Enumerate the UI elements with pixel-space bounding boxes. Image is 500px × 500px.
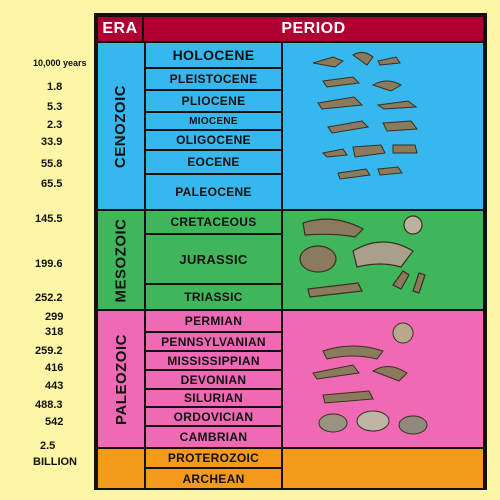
period-mississippian: MISSISSIPPIAN bbox=[146, 352, 281, 371]
period-list: PERMIAN PENNSYLVANIAN MISSISSIPPIAN DEVO… bbox=[144, 311, 283, 447]
divider bbox=[98, 309, 483, 311]
period-cambrian: CAMBRIAN bbox=[179, 430, 248, 444]
period-triassic: TRIASSIC bbox=[184, 290, 243, 304]
era-label: CENOZOIC bbox=[98, 43, 144, 209]
period-list: HOLOCENE PLEISTOCENE PLIOCENE MIOCENE OL… bbox=[144, 43, 283, 209]
period-paleocene: PALEOCENE bbox=[175, 185, 252, 199]
period-holocene: HOLOCENE bbox=[146, 43, 281, 69]
period-ordovician: ORDOVICIAN bbox=[146, 408, 281, 427]
invertebrate-fossils-icon bbox=[283, 311, 483, 447]
age-label: 1.8 bbox=[47, 81, 63, 93]
era-precambrian: PROTEROZOIC ARCHEAN bbox=[98, 449, 483, 488]
era-name: MESOZOIC bbox=[112, 217, 130, 303]
age-label: BILLION bbox=[33, 456, 77, 468]
age-label: 145.5 bbox=[35, 213, 63, 225]
period-eocene: EOCENE bbox=[146, 151, 281, 175]
age-label: 65.5 bbox=[41, 178, 63, 190]
period-pleistocene: PLEISTOCENE bbox=[146, 69, 281, 91]
period-pliocene: PLIOCENE bbox=[146, 91, 281, 113]
age-label: 2.5 bbox=[40, 440, 56, 452]
age-label: 33.9 bbox=[41, 136, 63, 148]
age-label: 318 bbox=[45, 326, 64, 338]
age-label: 10,000 years bbox=[33, 58, 87, 68]
period-silurian: SILURIAN bbox=[146, 390, 281, 408]
age-label: 2.3 bbox=[47, 119, 63, 131]
period-miocene: MIOCENE bbox=[146, 113, 281, 131]
era-mesozoic: MESOZOIC CRETACEOUS JURASSIC TRIASSIC bbox=[98, 211, 483, 309]
era-paleozoic: PALEOZOIC PERMIAN PENNSYLVANIAN MISSISSI… bbox=[98, 311, 483, 447]
age-label: 252.2 bbox=[35, 292, 63, 304]
divider bbox=[98, 447, 483, 449]
era-label: PALEOZOIC bbox=[98, 311, 144, 447]
era-label: MESOZOIC bbox=[98, 211, 144, 309]
period-oligocene: OLIGOCENE bbox=[146, 131, 281, 151]
period-jurassic: JURASSIC bbox=[146, 235, 281, 285]
divider bbox=[98, 209, 483, 211]
age-label: 259.2 bbox=[35, 345, 63, 357]
period-devonian: DEVONIAN bbox=[146, 371, 281, 390]
period-pennsylvanian: PENNSYLVANIAN bbox=[146, 333, 281, 352]
age-label: 5.3 bbox=[47, 101, 63, 113]
age-label: 199.6 bbox=[35, 258, 63, 270]
period-proterozoic: PROTEROZOIC bbox=[146, 449, 281, 469]
period-permian: PERMIAN bbox=[146, 311, 281, 333]
age-label: 443 bbox=[45, 380, 64, 392]
period-header: PERIOD bbox=[144, 17, 483, 41]
era-name: CENOZOIC bbox=[112, 84, 130, 168]
era-name: PALEOZOIC bbox=[112, 333, 130, 425]
era-cenozoic: CENOZOIC HOLOCENE PLEISTOCENE PLIOCENE M… bbox=[98, 43, 483, 209]
geologic-time-chart: ERA PERIOD CENOZOIC HOLOCENE PLEISTOCENE… bbox=[94, 13, 487, 490]
age-label: 416 bbox=[45, 362, 64, 374]
period-archean: ARCHEAN bbox=[182, 471, 245, 486]
age-label: 488.3 bbox=[35, 399, 63, 411]
era-header: ERA bbox=[98, 17, 142, 41]
period-cretaceous: CRETACEOUS bbox=[146, 211, 281, 235]
period-list: CRETACEOUS JURASSIC TRIASSIC bbox=[144, 211, 283, 309]
age-label: 542 bbox=[45, 416, 64, 428]
age-label: 55.8 bbox=[41, 158, 63, 170]
age-label: 299 bbox=[45, 311, 64, 323]
mammal-fossils-icon bbox=[283, 43, 483, 209]
dinosaur-fossils-icon bbox=[283, 211, 483, 309]
period-list: PROTEROZOIC ARCHEAN bbox=[144, 449, 283, 488]
